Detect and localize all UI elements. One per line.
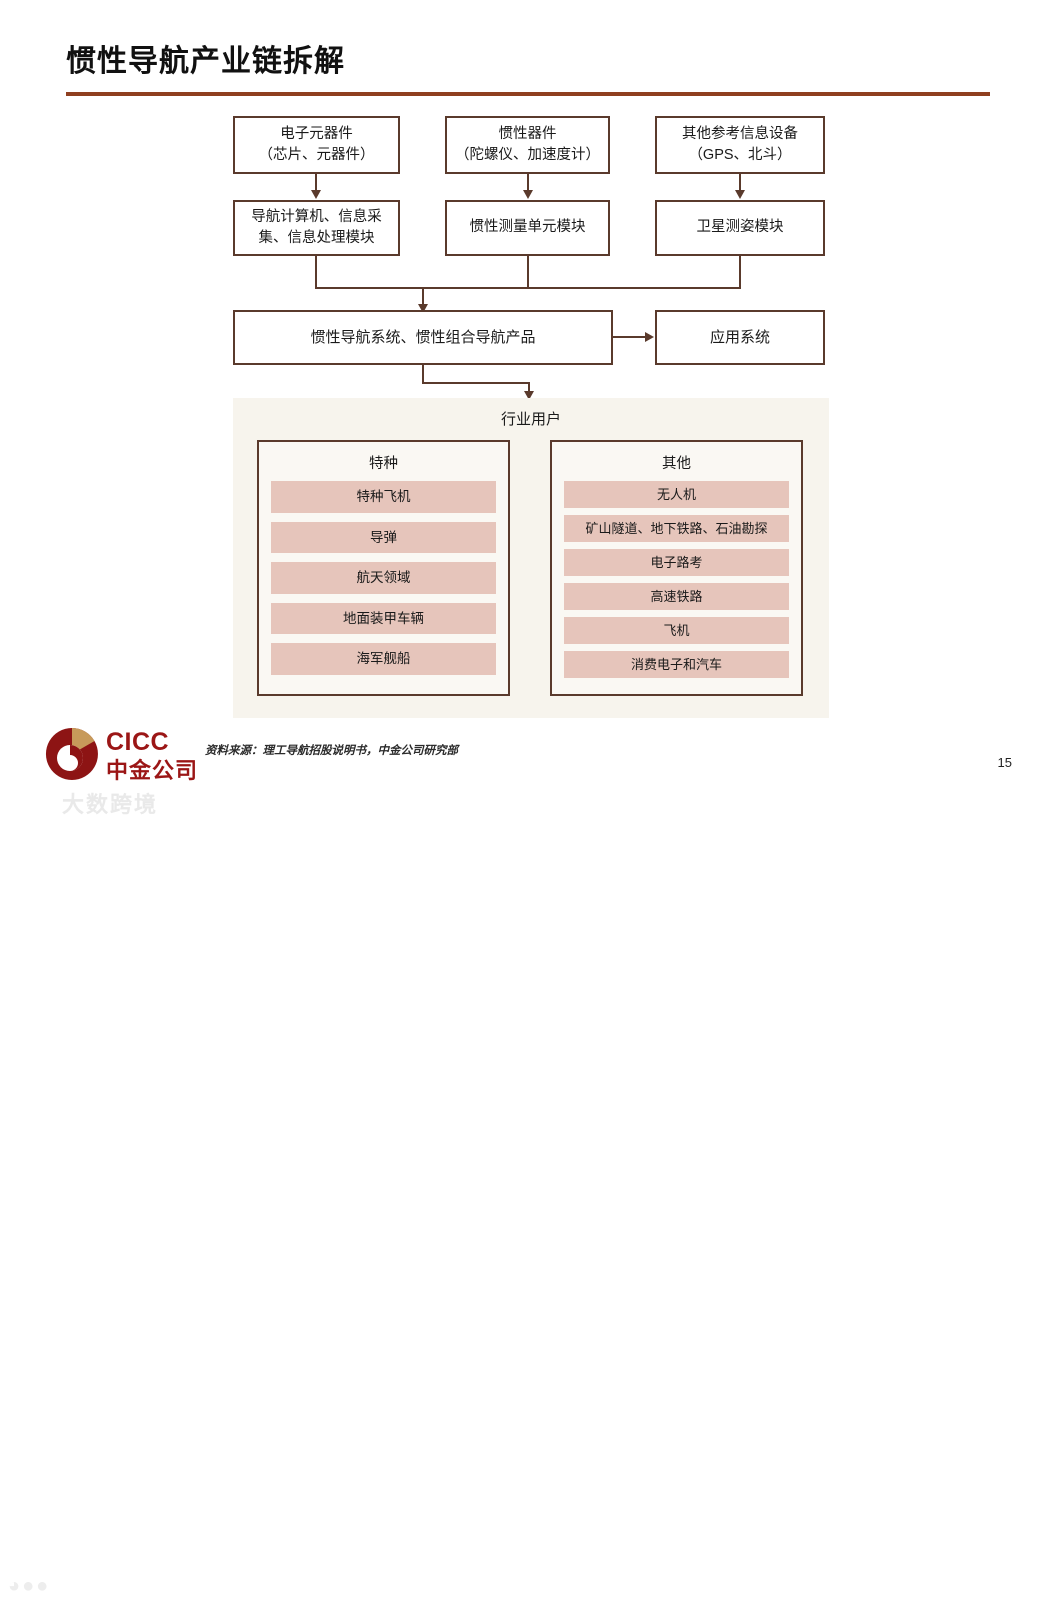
- connector-inertial-to-imu: [527, 174, 529, 192]
- watermark-text: 大数跨境: [62, 792, 159, 817]
- user-chip-list-other: 无人机 矿山隧道、地下铁路、石油勘探 电子路考 高速铁路 飞机 消费电子和汽车: [552, 481, 801, 685]
- connector-main-to-users-v: [528, 382, 530, 394]
- node-line-1: 惯性测量单元模块: [469, 219, 586, 236]
- arrow-bus-to-main: [418, 304, 428, 313]
- cicc-logo-icon: [45, 728, 98, 780]
- user-chip: 特种飞机: [271, 481, 496, 513]
- cicc-logo-text-cn: 中金公司: [106, 758, 199, 783]
- user-column-other: 其他 无人机 矿山隧道、地下铁路、石油勘探 电子路考 高速铁路 飞机 消费电子和…: [550, 440, 803, 696]
- node-line-2: 集、信息处理模块: [258, 230, 375, 246]
- cicc-logo-text-en: CICC: [106, 728, 170, 756]
- connector-reference-to-satellite: [739, 174, 741, 192]
- node-line-2: （芯片、元器件）: [258, 147, 375, 163]
- node-line-2: （陀螺仪、加速度计）: [455, 147, 600, 163]
- node-reference-info-equipment: 其他参考信息设备 （GPS、北斗）: [655, 116, 825, 174]
- user-column-special: 特种 特种飞机 导弹 航天领域 地面装甲车辆 海军舰船: [257, 440, 510, 696]
- node-inertial-nav-system: 惯性导航系统、惯性组合导航产品: [233, 310, 613, 365]
- node-imu-module: 惯性测量单元模块: [445, 200, 610, 256]
- node-application-system: 应用系统: [655, 310, 825, 365]
- cicc-logo: CICC 中金公司: [44, 726, 204, 784]
- user-chip: 航天领域: [271, 562, 496, 594]
- arrow-inertial-to-imu: [523, 190, 533, 199]
- node-line-2: （GPS、北斗）: [688, 147, 792, 163]
- watermark: ◕●● 大数跨境: [4, 787, 159, 1597]
- connector-bus-horizontal: [315, 287, 741, 289]
- arrow-main-to-application: [645, 332, 654, 342]
- node-line-1: 惯性导航系统、惯性组合导航产品: [310, 328, 536, 346]
- page-title: 惯性导航产业链拆解: [66, 45, 345, 78]
- user-column-heading: 特种: [369, 456, 398, 472]
- user-chip-list-special: 特种飞机 导弹 航天领域 地面装甲车辆 海军舰船: [259, 481, 508, 684]
- connector-bus-to-main: [422, 287, 424, 307]
- watermark-logo-icon: ◕●●: [8, 1575, 51, 1597]
- node-nav-computer-module: 导航计算机、信息采 集、信息处理模块: [233, 200, 400, 256]
- connector-electronic-to-nav: [315, 174, 317, 192]
- connector-main-down: [422, 365, 424, 383]
- source-note: 资料来源：理工导航招股说明书，中金公司研究部: [205, 745, 458, 757]
- node-line-1: 卫星测姿模块: [696, 219, 784, 236]
- node-satellite-attitude-module: 卫星测姿模块: [655, 200, 825, 256]
- arrow-reference-to-satellite: [735, 190, 745, 199]
- user-chip: 地面装甲车辆: [271, 602, 496, 634]
- connector-satellite-down: [739, 256, 741, 288]
- user-chip: 电子路考: [564, 549, 789, 576]
- user-chip: 飞机: [564, 617, 789, 644]
- node-line-1: 惯性器件: [498, 125, 557, 142]
- connector-main-to-application: [613, 336, 646, 338]
- user-chip: 高速铁路: [564, 583, 789, 610]
- industry-users-title: 行业用户: [500, 411, 561, 428]
- user-column-heading: 其他: [662, 456, 691, 472]
- arrow-main-to-users: [524, 391, 534, 400]
- connector-nav-down: [315, 256, 317, 288]
- node-electronic-components: 电子元器件 （芯片、元器件）: [233, 116, 400, 174]
- node-line-1: 应用系统: [709, 328, 770, 346]
- user-chip: 导弹: [271, 521, 496, 553]
- user-chip: 无人机: [564, 481, 789, 508]
- arrow-electronic-to-nav: [311, 190, 321, 199]
- node-line-1: 电子元器件: [280, 125, 353, 142]
- connector-imu-down: [527, 256, 529, 288]
- user-chip: 消费电子和汽车: [564, 651, 789, 678]
- node-line-1: 其他参考信息设备: [682, 125, 798, 142]
- user-chip: 海军舰船: [271, 643, 496, 675]
- connector-main-to-users-h: [422, 382, 530, 384]
- page-number: 15: [997, 755, 1012, 770]
- industry-users-panel: 行业用户 特种 特种飞机 导弹 航天领域 地面装甲车辆 海军舰船 其他 无人机 …: [233, 398, 829, 718]
- user-chip: 矿山隧道、地下铁路、石油勘探: [564, 515, 789, 542]
- node-line-1: 导航计算机、信息采: [251, 208, 382, 225]
- node-inertial-devices: 惯性器件 （陀螺仪、加速度计）: [445, 116, 610, 174]
- title-divider: [66, 92, 990, 96]
